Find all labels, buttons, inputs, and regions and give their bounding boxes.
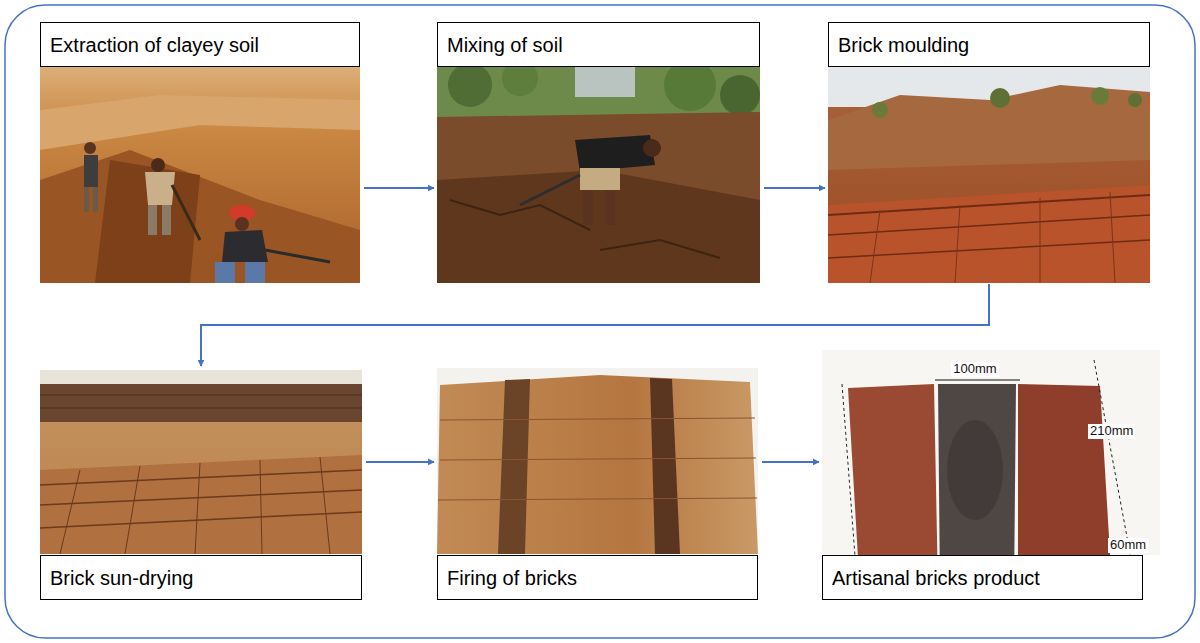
extraction-photo bbox=[40, 67, 360, 283]
moulding-photo bbox=[828, 67, 1150, 283]
flow-arrow bbox=[762, 461, 819, 463]
dimension-label: 60mm bbox=[1108, 538, 1148, 553]
step-label: Firing of bricks bbox=[447, 566, 577, 590]
dimension-label: 100mm bbox=[951, 362, 998, 377]
step-label-box: Mixing of soil bbox=[437, 22, 760, 67]
step-label: Brick sun-drying bbox=[50, 566, 193, 590]
flow-arrow bbox=[201, 284, 989, 366]
firing-photo bbox=[437, 368, 758, 554]
step-label-box: Artisanal bricks product bbox=[822, 555, 1143, 600]
outer-frame bbox=[5, 5, 1195, 638]
process-step: Brick moulding bbox=[828, 22, 1150, 283]
step-label: Artisanal bricks product bbox=[832, 566, 1040, 590]
process-step: Brick sun-drying bbox=[40, 368, 362, 600]
drying-photo bbox=[40, 370, 362, 554]
flow-arrow bbox=[364, 187, 434, 189]
step-label: Brick moulding bbox=[838, 33, 969, 57]
step-label-box: Brick moulding bbox=[828, 22, 1150, 67]
process-step: Firing of bricks bbox=[437, 368, 758, 600]
process-step: Artisanal bricks product bbox=[822, 350, 1160, 600]
step-label: Mixing of soil bbox=[447, 33, 563, 57]
step-label: Extraction of clayey soil bbox=[50, 33, 259, 57]
dimension-line bbox=[935, 380, 1020, 381]
flow-arrow bbox=[764, 187, 825, 189]
dimension-label: 210mm bbox=[1088, 424, 1135, 439]
step-label-box: Extraction of clayey soil bbox=[40, 22, 360, 67]
process-step: Mixing of soil bbox=[437, 22, 760, 283]
process-step: Extraction of clayey soil bbox=[40, 22, 360, 283]
flow-arrow bbox=[366, 461, 434, 463]
step-label-box: Firing of bricks bbox=[437, 555, 758, 600]
mixing-photo bbox=[437, 59, 760, 283]
step-label-box: Brick sun-drying bbox=[40, 555, 362, 600]
